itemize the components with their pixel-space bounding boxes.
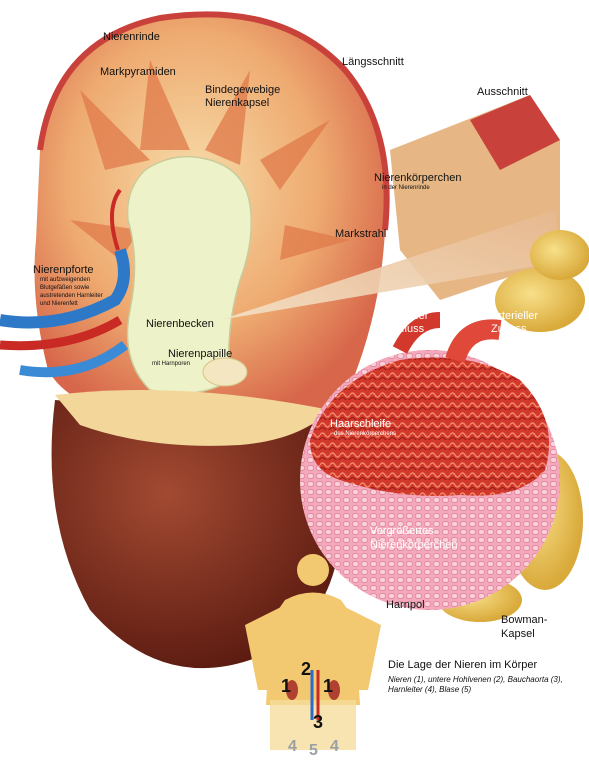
label-nierenpforte-sub2: Blutgefäßen sowie	[40, 285, 89, 292]
legend-title: Die Lage der Nieren im Körper	[388, 659, 537, 671]
legend-body: Nieren (1), untere Hohlvenen (2), Baucha…	[388, 675, 578, 695]
label-zufluss: Zufluss	[491, 323, 526, 335]
label-nierenbecken: Nierenbecken	[146, 318, 214, 330]
label-nierenkapsel: Nierenkapsel	[205, 97, 269, 109]
label-venoeser: Venöser	[388, 310, 428, 322]
body-number-2: 2	[301, 659, 311, 680]
label-bindegewebige: Bindegewebige	[205, 84, 280, 96]
label-nierenpforte: Nierenpforte	[33, 264, 94, 276]
label-haarschleife: Haarschleife	[330, 418, 391, 430]
label-nierenpapille: Nierenpapille	[168, 348, 232, 360]
body-number-1-left: 1	[281, 676, 291, 697]
label-vergroessertes: Vergrößertes	[370, 525, 434, 537]
renal-papilla	[203, 358, 247, 386]
label-laengsschnitt: Längsschnitt	[342, 56, 404, 68]
label-nierenpapille-sub: mit Harnporen	[152, 361, 190, 368]
label-nierenpforte-sub3: austretenden Harnleiter	[40, 293, 103, 300]
body-number-3: 3	[313, 712, 323, 733]
label-arterieller: Arterieller	[491, 310, 538, 322]
body-number-1-right: 1	[323, 676, 333, 697]
label-vergroessertes2: Nierenkörperchen	[370, 539, 457, 551]
body-number-4-left: 4	[288, 738, 297, 756]
label-harnpol: Harnpol	[386, 599, 425, 611]
label-nierenpforte-sub4: und Nierenfett	[40, 301, 78, 308]
label-ausschnitt: Ausschnitt	[477, 86, 528, 98]
label-kapsel: Kapsel	[501, 628, 535, 640]
label-bowman: Bowman-	[501, 614, 547, 626]
label-markpyramiden: Markpyramiden	[100, 66, 176, 78]
label-nierenpforte-sub1: mit aufzweigenden	[40, 277, 90, 284]
label-nierenkoerperchen-sub: in der Nierenrinde	[382, 185, 430, 192]
label-markstrahl: Markstrahl	[335, 228, 386, 240]
body-number-5: 5	[309, 742, 318, 760]
body-number-4-right: 4	[330, 738, 339, 756]
label-nierenkoerperchen: Nierenkörperchen	[374, 172, 461, 184]
label-nierenrinde: Nierenrinde	[103, 31, 160, 43]
label-haarschleife-sub: des Nierenkörperchens	[334, 431, 396, 438]
label-abfluss: Abfluss	[388, 323, 424, 335]
